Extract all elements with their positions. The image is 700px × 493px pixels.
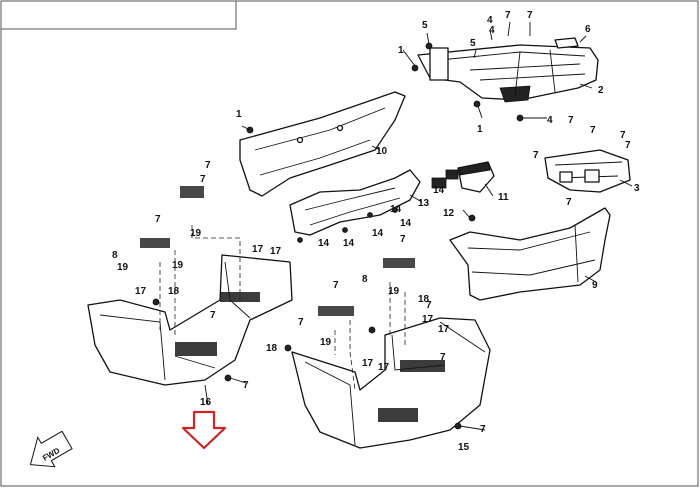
callout-7: 7 — [533, 150, 539, 161]
callout-7: 7 — [566, 197, 572, 208]
callout-7: 7 — [505, 10, 511, 21]
forward-direction-indicator: FWD — [29, 430, 73, 468]
callout-17: 17 — [378, 362, 390, 373]
callout-7: 7 — [625, 140, 631, 151]
callout-17: 17 — [270, 246, 282, 257]
part-right-footwell — [291, 317, 491, 449]
callout-7: 7 — [333, 280, 339, 291]
callout-7: 7 — [155, 214, 161, 225]
callout-14: 14 — [390, 204, 402, 215]
callout-17: 17 — [422, 314, 434, 325]
title-block — [0, 0, 237, 30]
callout-19: 19 — [172, 260, 184, 271]
callout-1: 1 — [236, 109, 242, 120]
callout-7: 7 — [590, 125, 596, 136]
callout-14: 14 — [372, 228, 384, 239]
leader-lines — [204, 21, 633, 431]
red-highlight-arrow — [181, 410, 227, 450]
part-right-side-panel — [449, 207, 611, 301]
callout-19: 19 — [320, 337, 332, 348]
callout-18: 18 — [168, 286, 180, 297]
callout-6: 6 — [585, 24, 591, 35]
callout-labels: 1 1 1 2 3 4 4 5 5 6 7 7 7 7 7 7 7 7 7 7 … — [112, 10, 640, 453]
callout-8: 8 — [362, 274, 368, 285]
callout-4: 4 — [489, 25, 495, 36]
callout-2: 2 — [598, 85, 604, 96]
callout-8: 8 — [112, 250, 118, 261]
callout-14: 14 — [318, 238, 330, 249]
part-cover-cap — [431, 161, 495, 193]
callout-7: 7 — [200, 174, 206, 185]
part-rear-bracket — [544, 149, 631, 193]
callout-14: 14 — [343, 238, 355, 249]
callout-4: 4 — [487, 15, 493, 26]
callout-7: 7 — [527, 10, 533, 21]
callout-7: 7 — [205, 160, 211, 171]
callout-1: 1 — [398, 45, 404, 56]
callout-12: 12 — [443, 208, 455, 219]
callout-11: 11 — [498, 192, 509, 203]
callout-1: 1 — [477, 124, 483, 135]
callout-4: 4 — [547, 115, 553, 126]
callout-19: 19 — [190, 228, 202, 239]
callout-7: 7 — [400, 234, 406, 245]
part-left-footwell — [87, 254, 293, 386]
callout-7: 7 — [568, 115, 574, 126]
part-grips — [140, 186, 415, 316]
callout-7: 7 — [440, 352, 446, 363]
callout-7: 7 — [210, 310, 216, 321]
fasteners — [152, 42, 524, 430]
callout-16: 16 — [200, 397, 212, 408]
callout-14: 14 — [433, 185, 445, 196]
callout-17: 17 — [252, 244, 264, 255]
callout-7: 7 — [243, 380, 249, 391]
callout-19: 19 — [388, 286, 400, 297]
callout-7: 7 — [620, 130, 626, 141]
callout-18: 18 — [266, 343, 278, 354]
callout-5: 5 — [470, 38, 476, 49]
callout-5: 5 — [422, 20, 428, 31]
part-left-side-panel — [239, 91, 406, 197]
callout-18: 18 — [418, 294, 430, 305]
callout-7: 7 — [480, 424, 486, 435]
callout-17: 17 — [362, 358, 374, 369]
callout-14: 14 — [400, 218, 412, 229]
part-center-cover — [289, 169, 421, 236]
callout-7: 7 — [298, 317, 304, 328]
callout-15: 15 — [458, 442, 470, 453]
callout-9: 9 — [592, 280, 598, 291]
callout-10: 10 — [376, 146, 388, 157]
part-seat-base-tray — [417, 37, 599, 103]
callout-7: 7 — [426, 300, 432, 311]
callout-17: 17 — [438, 324, 450, 335]
callout-3: 3 — [634, 183, 640, 194]
callout-17: 17 — [135, 286, 147, 297]
callout-13: 13 — [418, 198, 430, 209]
callout-19: 19 — [117, 262, 129, 273]
alignment-guides — [159, 225, 406, 391]
